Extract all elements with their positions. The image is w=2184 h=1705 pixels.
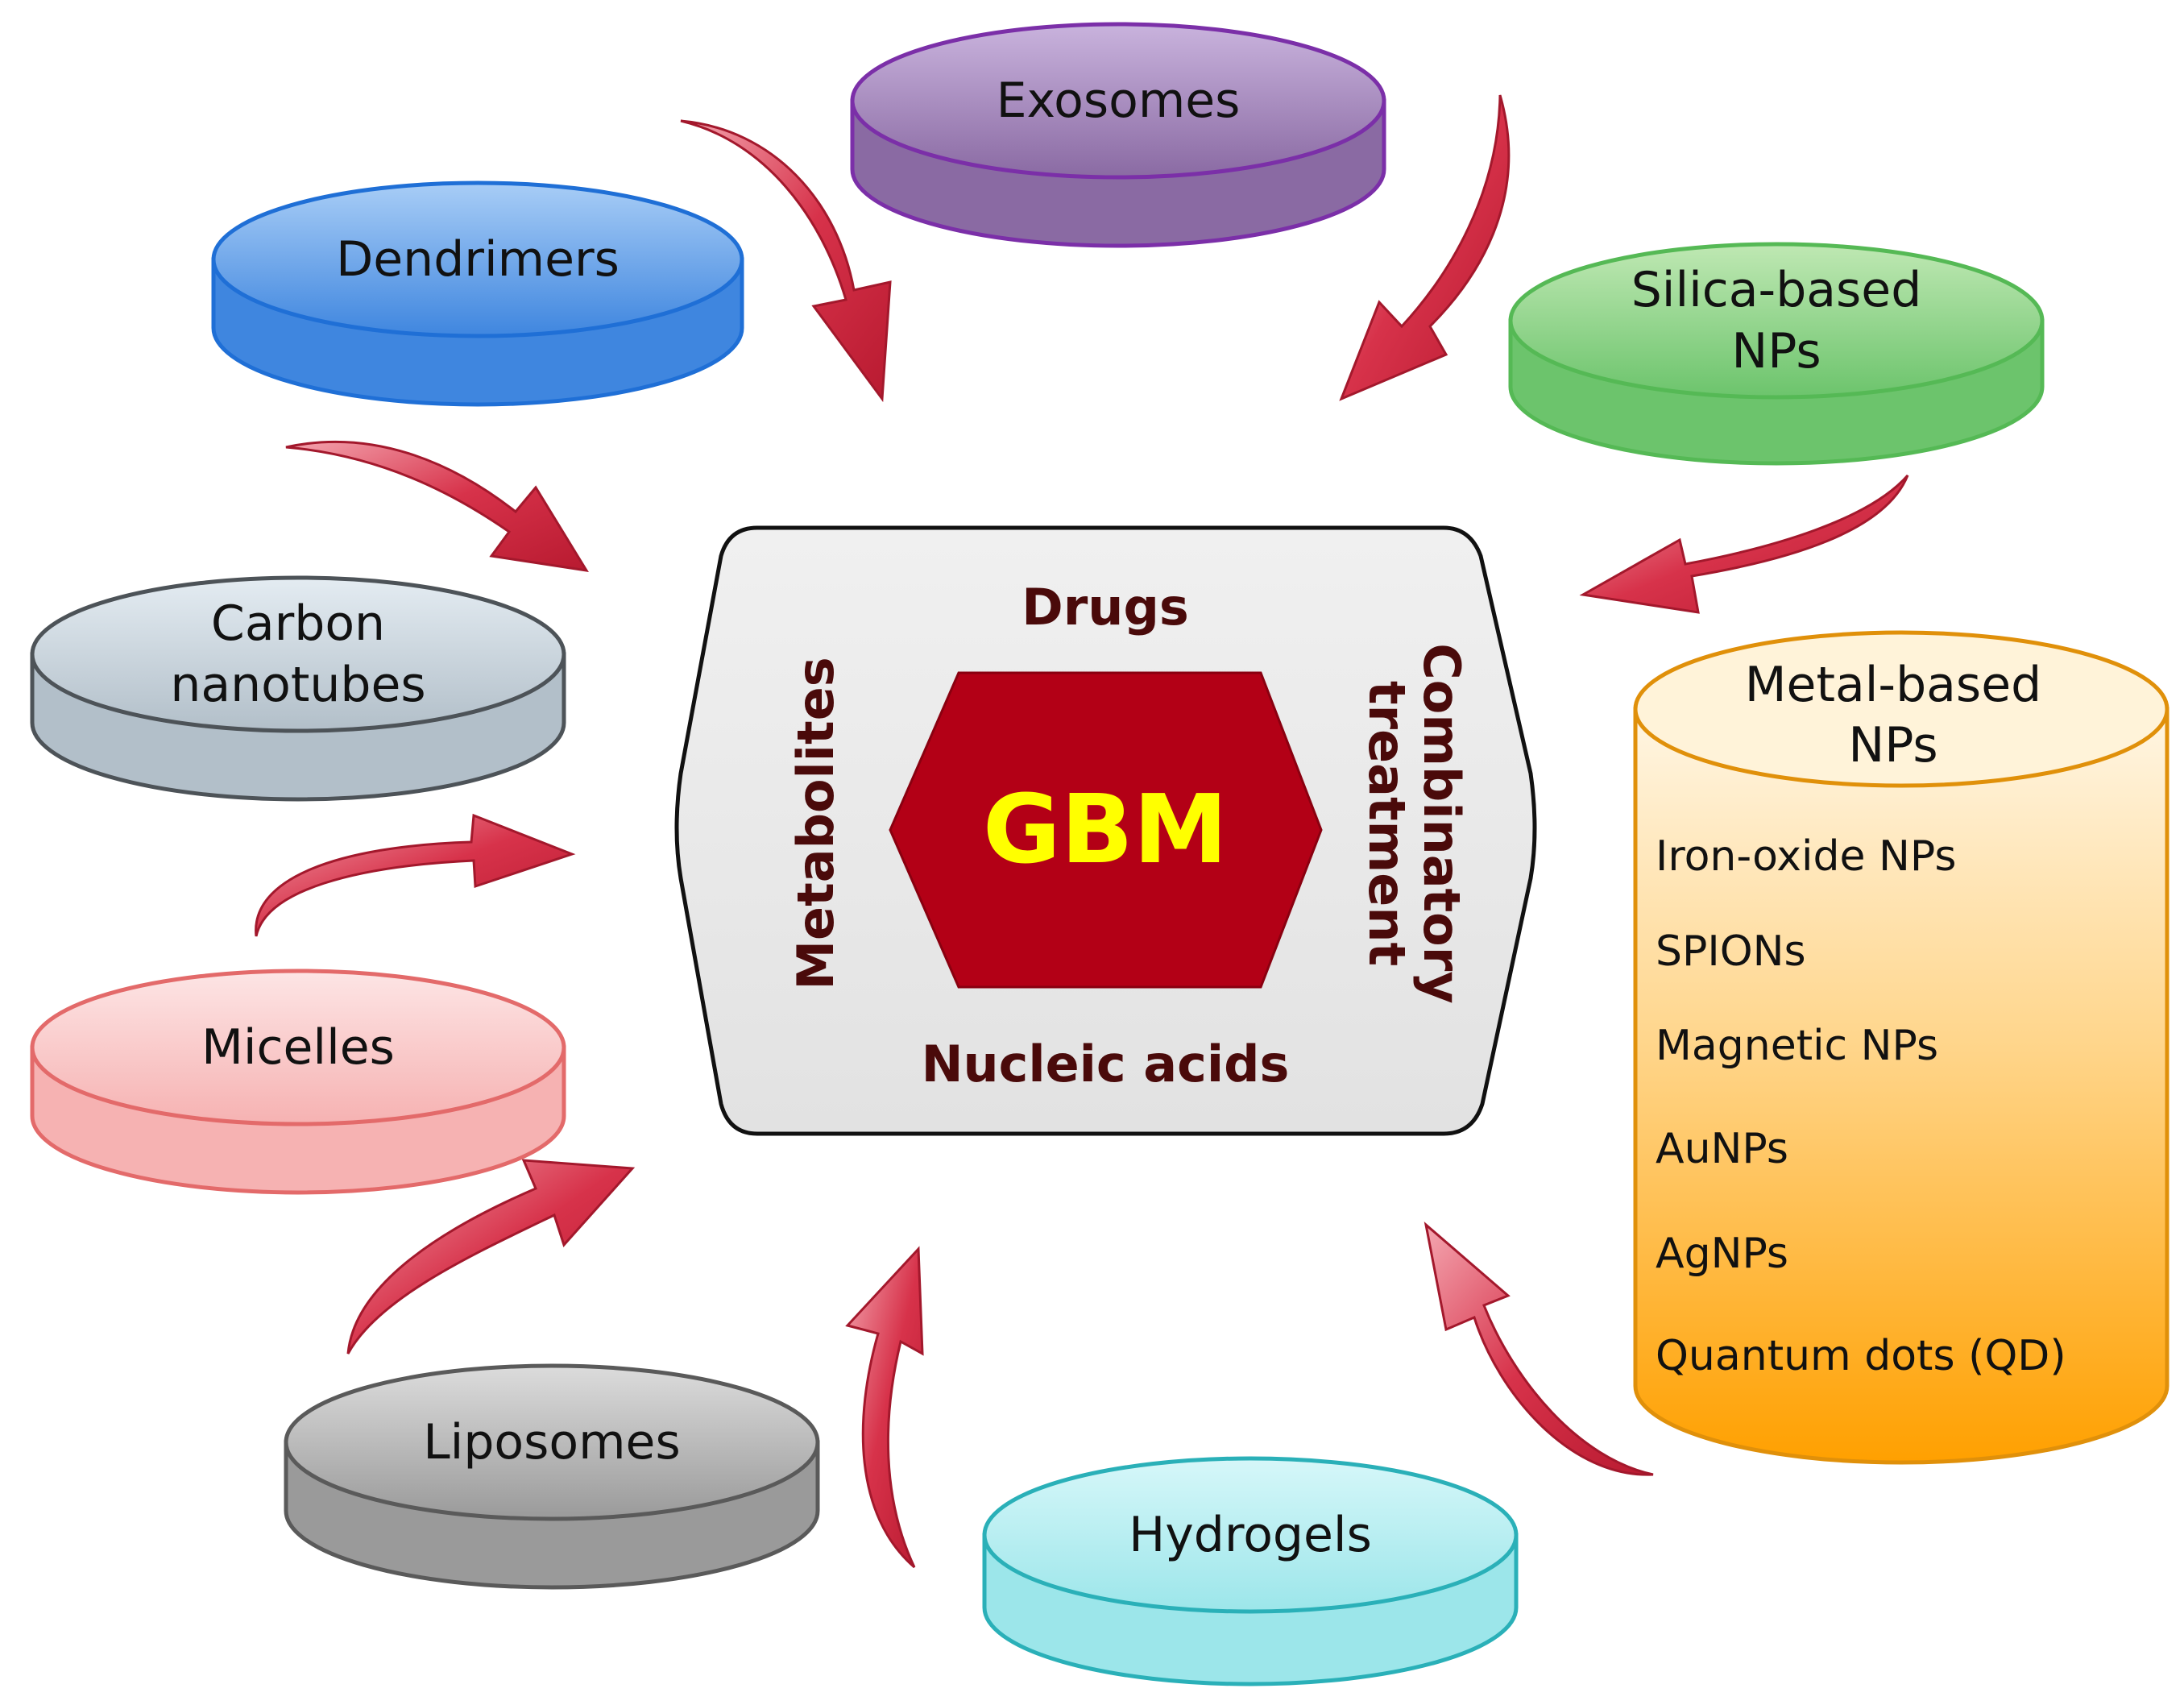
- cylinder-body: [1633, 707, 2169, 1465]
- arrow-silica: [1579, 475, 1909, 614]
- carrier-label: Dendrimers: [336, 231, 620, 288]
- metal-item: SPIONs: [1656, 927, 1806, 976]
- carrier-label: Micelles: [201, 1019, 395, 1076]
- carrier-label: nanotubes: [170, 657, 425, 713]
- arrow-dendrimers: [285, 440, 589, 572]
- carrier-micelles: Micelles: [30, 969, 566, 1195]
- carrier-metal-based-nps: Metal-based NPs Iron-oxide NPs SPIONs Ma…: [1633, 630, 2169, 1465]
- label-treatment: treatment: [1357, 681, 1416, 966]
- metal-title-line-1: Metal-based: [1745, 657, 2041, 713]
- metal-item: AgNPs: [1656, 1230, 1788, 1278]
- metal-item: AuNPs: [1656, 1125, 1788, 1173]
- disk-top: [211, 180, 744, 338]
- cylinder-top: [1633, 630, 2169, 788]
- label-gbm: GBM: [983, 774, 1228, 885]
- carrier-label: Liposomes: [423, 1414, 680, 1471]
- arrows-group: [255, 94, 1909, 1569]
- metal-item: Quantum dots (QD): [1656, 1332, 2066, 1380]
- gbm-hexagon: [889, 671, 1323, 989]
- disk-top: [284, 1363, 820, 1521]
- label-nucleic-acids: Nucleic acids: [922, 1035, 1290, 1093]
- metal-item: Iron-oxide NPs: [1656, 832, 1956, 881]
- carrier-hydrogels: Hydrogels: [982, 1456, 1519, 1686]
- label-metabolites: Metabolites: [786, 657, 845, 989]
- arrow-exosomes-right: [1339, 94, 1511, 401]
- carrier-label: Hydrogels: [1129, 1507, 1372, 1563]
- carrier-label: Silica-based: [1631, 262, 1922, 318]
- disk-top: [982, 1456, 1519, 1614]
- arrow-metal: [1424, 1222, 1654, 1476]
- label-combinatory: Combinatory: [1412, 643, 1471, 1004]
- carrier-liposomes: Liposomes: [284, 1363, 820, 1590]
- carrier-label: NPs: [1731, 323, 1821, 380]
- carrier-exosomes: Exosomes: [850, 22, 1386, 248]
- arrow-liposomes: [346, 1159, 636, 1354]
- carrier-dendrimers: Dendrimers: [211, 180, 744, 407]
- arrow-micelles: [255, 813, 576, 937]
- metal-title-line-2: NPs: [1848, 717, 1937, 774]
- carrier-label: Carbon: [211, 595, 385, 652]
- center-panel: Drugs Nucleic acids Metabolites Combinat…: [674, 525, 1537, 1136]
- arrow-exosomes-left: [680, 119, 892, 403]
- disk-top: [30, 575, 566, 733]
- label-combinatory-treatment: Combinatory treatment: [1357, 643, 1471, 1004]
- arrow-hydrogels: [845, 1246, 924, 1569]
- label-drugs: Drugs: [1022, 578, 1188, 637]
- disk-top: [30, 969, 566, 1126]
- disk-top: [850, 22, 1386, 180]
- carrier-label: Exosomes: [997, 73, 1241, 129]
- metal-item: Magnetic NPs: [1656, 1022, 1938, 1070]
- disk-top: [1508, 242, 2045, 400]
